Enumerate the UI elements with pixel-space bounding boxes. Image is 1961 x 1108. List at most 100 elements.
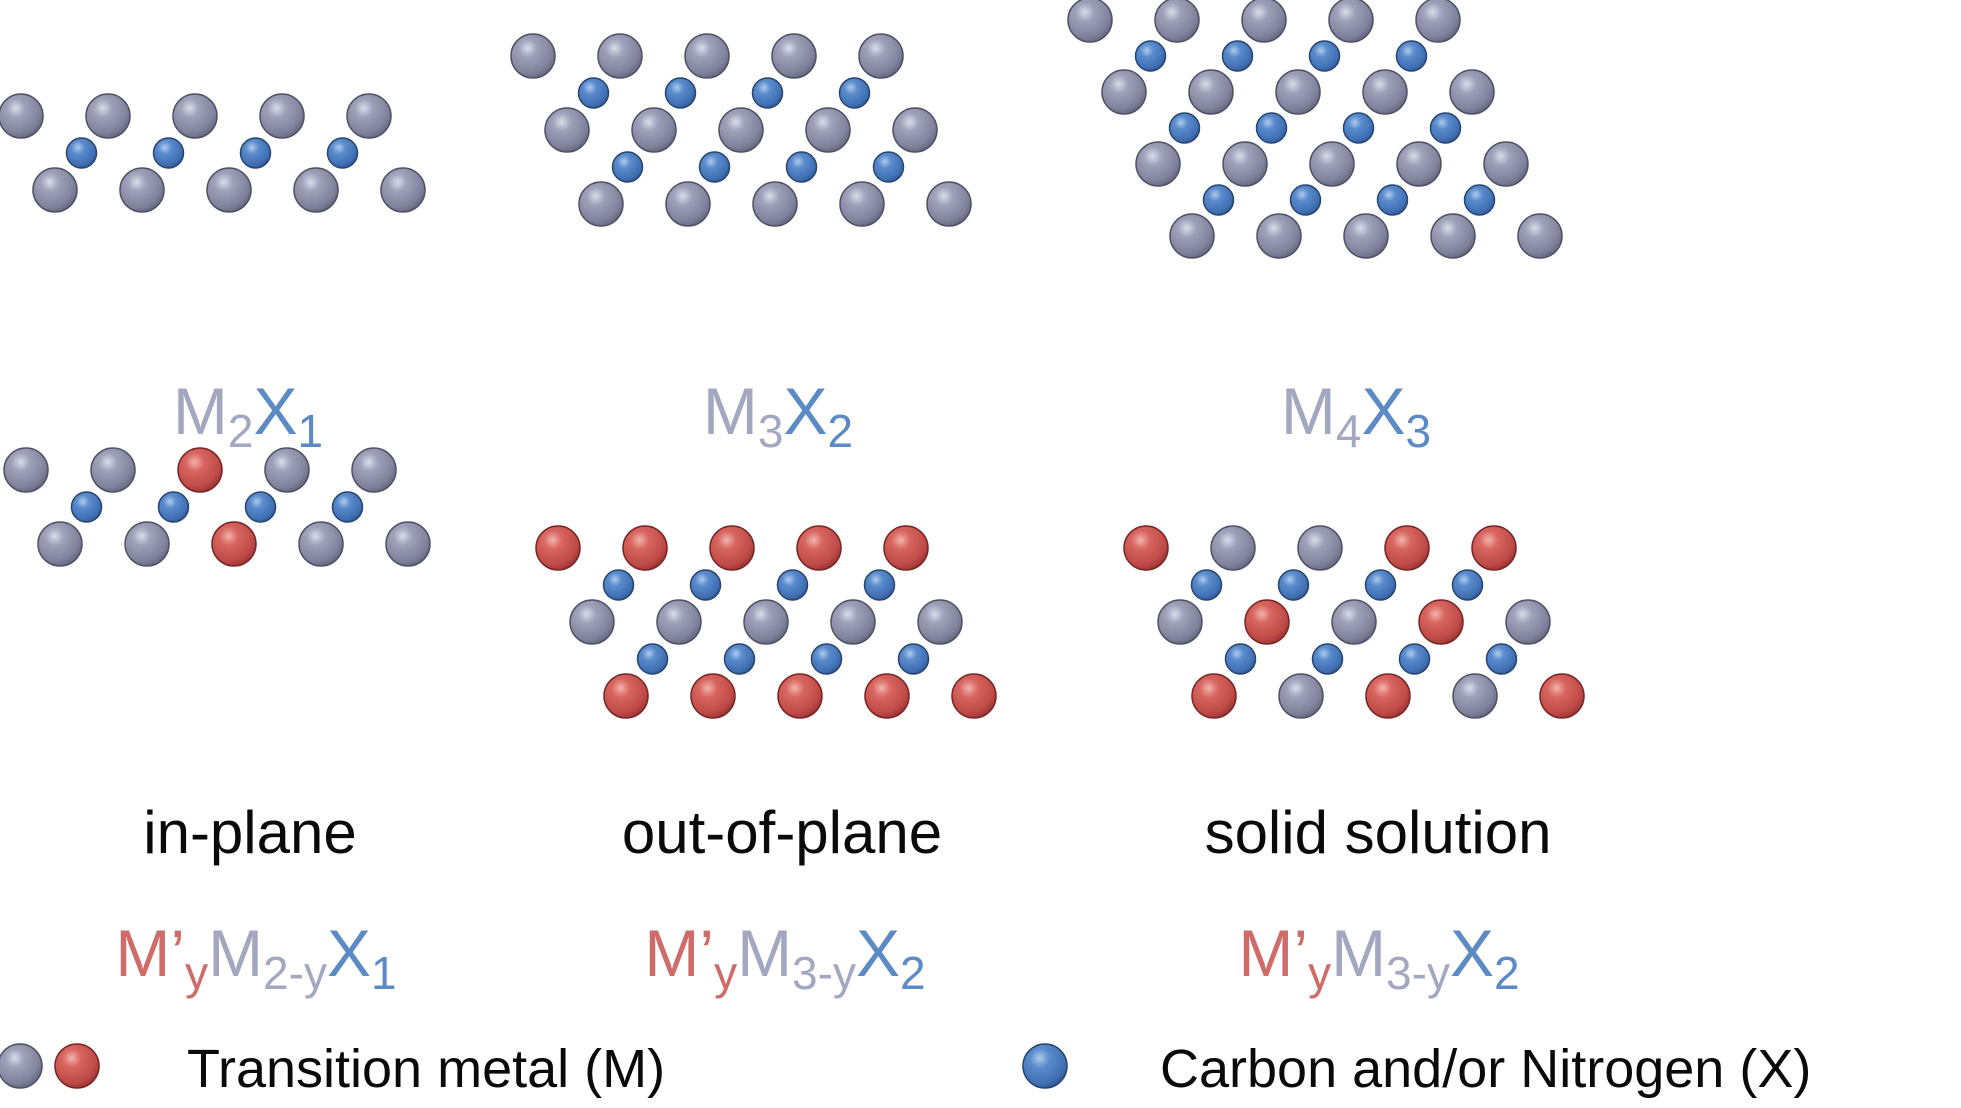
- formula-x-symbol: X: [1361, 374, 1406, 448]
- transition-metal-atom: [293, 167, 339, 213]
- substituted-metal-atom: [777, 673, 823, 719]
- substituted-metal-atom: [1365, 673, 1411, 719]
- legend-atoms: [0, 1043, 1068, 1089]
- transition-metal-atom: [858, 33, 904, 79]
- substituted-metal-atom: [690, 673, 736, 719]
- carbon-nitrogen-atom: [1221, 40, 1254, 72]
- formula-prime-subscript: y: [714, 946, 738, 999]
- substituted-metal-atom: [622, 525, 668, 571]
- carbon-nitrogen-atom: [872, 151, 905, 183]
- transition-metal-atom: [264, 447, 310, 493]
- formula-prime-subscript: y: [1308, 946, 1332, 999]
- formula-metal-subscript: 4: [1335, 404, 1362, 457]
- transition-metal-atom: [578, 181, 624, 227]
- formula-m2x1: M2X1: [173, 378, 323, 454]
- transition-metal-atom: [3, 447, 49, 493]
- substituted-metal-atom: [177, 447, 223, 493]
- formula-metal-symbol: M: [1331, 916, 1387, 990]
- formula-prime-symbol: M’: [1238, 916, 1309, 990]
- transition-metal-atom: [346, 93, 392, 139]
- transition-metal-atom: [1135, 141, 1181, 187]
- transition-metal-atom: [839, 181, 885, 227]
- formula-m4x3: M4X3: [1281, 378, 1431, 454]
- substituted-metal-atom: [951, 673, 997, 719]
- formula-x-subscript: 1: [297, 404, 324, 457]
- carbon-nitrogen-atom: [152, 137, 185, 169]
- formula-x-symbol: X: [783, 374, 828, 448]
- carbon-nitrogen-atom: [785, 151, 818, 183]
- carbon-nitrogen-atom: [602, 569, 635, 601]
- transition-metal-atom: [805, 107, 851, 153]
- substituted-metal-atom: [1191, 673, 1237, 719]
- carbon-nitrogen-atom: [897, 643, 930, 675]
- transition-metal-atom: [830, 599, 876, 645]
- transition-metal-atom: [206, 167, 252, 213]
- formula-metal-symbol: M: [1280, 374, 1336, 448]
- transition-metal-atom: [172, 93, 218, 139]
- transition-metal-atom: [684, 33, 730, 79]
- substituted-metal-atom: [54, 1043, 100, 1089]
- formula-x-subscript: 2: [827, 404, 854, 457]
- carbon-nitrogen-atom: [1429, 112, 1462, 144]
- formula-metal-subscript: 3-y: [792, 946, 856, 999]
- formula-out-of-plane: M’yM3-yX2: [644, 920, 925, 996]
- carbon-nitrogen-atom: [1308, 40, 1341, 72]
- transition-metal-atom: [385, 521, 431, 567]
- lattice-out-of-plane: [535, 525, 997, 719]
- transition-metal-atom: [1157, 599, 1203, 645]
- transition-metal-atom: [1256, 213, 1302, 259]
- carbon-nitrogen-atom: [1134, 40, 1167, 72]
- transition-metal-atom: [1517, 213, 1563, 259]
- transition-metal-atom: [544, 107, 590, 153]
- formula-x-subscript: 3: [1405, 404, 1432, 457]
- transition-metal-atom: [1222, 141, 1268, 187]
- transition-metal-atom: [90, 447, 136, 493]
- transition-metal-atom: [1067, 0, 1113, 43]
- carbon-nitrogen-atom: [331, 491, 364, 523]
- substituted-metal-atom: [1418, 599, 1464, 645]
- formula-metal-subscript: 2: [227, 404, 254, 457]
- formula-metal-symbol: M: [208, 916, 264, 990]
- carbon-nitrogen-atom: [1451, 569, 1484, 601]
- transition-metal-atom: [597, 33, 643, 79]
- substituted-metal-atom: [1539, 673, 1585, 719]
- carbon-nitrogen-atom: [1485, 643, 1518, 675]
- transition-metal-atom: [1188, 69, 1234, 115]
- transition-metal-atom: [656, 599, 702, 645]
- transition-metal-atom: [1309, 141, 1355, 187]
- lattice-solid-solution: [1123, 525, 1585, 719]
- formula-prime-subscript: y: [185, 946, 209, 999]
- transition-metal-atom: [124, 521, 170, 567]
- carbon-nitrogen-atom: [1202, 184, 1235, 216]
- transition-metal-atom: [85, 93, 131, 139]
- transition-metal-atom: [1297, 525, 1343, 571]
- transition-metal-atom: [926, 181, 972, 227]
- formula-metal-symbol: M: [737, 916, 793, 990]
- substituted-metal-atom: [1384, 525, 1430, 571]
- substituted-metal-atom: [1471, 525, 1517, 571]
- carbon-nitrogen-atom: [664, 77, 697, 109]
- carbon-nitrogen-atom: [244, 491, 277, 523]
- carbon-nitrogen-atom: [636, 643, 669, 675]
- formula-metal-symbol: M: [172, 374, 228, 448]
- carbon-nitrogen-atom: [1255, 112, 1288, 144]
- carbon-nitrogen-atom: [1168, 112, 1201, 144]
- carbon-nitrogen-atom: [776, 569, 809, 601]
- substituted-metal-atom: [883, 525, 929, 571]
- carbon-nitrogen-atom: [577, 77, 610, 109]
- legend-label-carbon-nitrogen: Carbon and/or Nitrogen (X): [1160, 1039, 1812, 1099]
- formula-x-symbol: X: [326, 916, 371, 990]
- carbon-nitrogen-atom: [1463, 184, 1496, 216]
- transition-metal-atom: [771, 33, 817, 79]
- transition-metal-atom: [380, 167, 426, 213]
- formula-solid-solution: M’yM3-yX2: [1238, 920, 1519, 996]
- transition-metal-atom: [1396, 141, 1442, 187]
- formula-x-symbol: X: [1449, 916, 1494, 990]
- transition-metal-atom: [1452, 673, 1498, 719]
- lattice-m2x1: [0, 93, 426, 213]
- formula-prime-symbol: M’: [644, 916, 715, 990]
- carbon-nitrogen-atom: [838, 77, 871, 109]
- carbon-nitrogen-atom: [157, 491, 190, 523]
- transition-metal-atom: [1449, 69, 1495, 115]
